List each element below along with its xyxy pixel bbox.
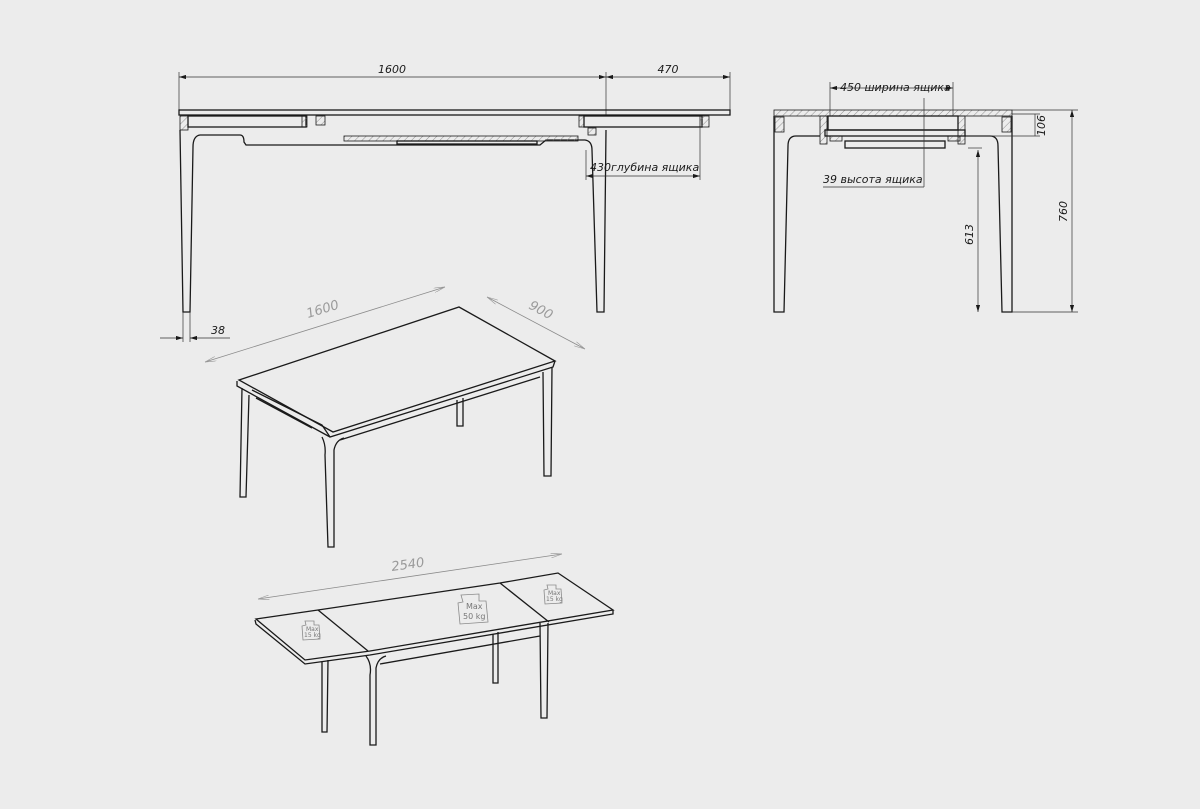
iso-extended-table: 2540 Max 50 kg Max 15 kg Max 15 kg (254, 554, 615, 746)
front-view: 1600 470 430глубина ящика 38 (160, 63, 731, 342)
dim-drawer-depth-label: 430глубина ящика (590, 161, 699, 174)
svg-text:15 kg: 15 kg (546, 596, 563, 603)
left-leg-front (179, 129, 194, 313)
dim-extension-label: 470 (658, 63, 679, 76)
dim-leg-label: 38 (211, 324, 225, 337)
svg-text:50 kg: 50 kg (463, 612, 485, 621)
iso-extended-length-label: 2540 (390, 556, 425, 575)
dim-drawer-height-label: 39 высота ящика (823, 173, 923, 186)
svg-text:15 kg: 15 kg (304, 632, 321, 639)
svg-text:Max: Max (306, 626, 319, 633)
svg-text:Max: Max (466, 602, 483, 611)
dim-height-label: 760 (1057, 201, 1070, 222)
iso-width-label: 900 (526, 298, 555, 323)
dim-drawer-width-label: 450 ширина ящика (840, 81, 951, 94)
dim-length-label: 1600 (378, 63, 406, 76)
tabletop-side (773, 109, 1013, 117)
dim-apron-label: 106 (1035, 115, 1048, 136)
iso-closed-table: 1600 900 (205, 286, 585, 548)
right-leg-front (591, 129, 607, 313)
svg-text:Max: Max (548, 590, 561, 597)
weight-icon-right: Max 15 kg (543, 584, 563, 605)
weight-icon-center: Max 50 kg (457, 593, 489, 625)
dim-clearance-label: 613 (963, 224, 976, 245)
tabletop-front (178, 109, 731, 116)
side-view: 450 ширина ящика 39 высота ящика 106 613… (773, 81, 1078, 313)
weight-icon-left: Max 15 kg (301, 620, 321, 641)
iso-length-label: 1600 (305, 298, 341, 322)
